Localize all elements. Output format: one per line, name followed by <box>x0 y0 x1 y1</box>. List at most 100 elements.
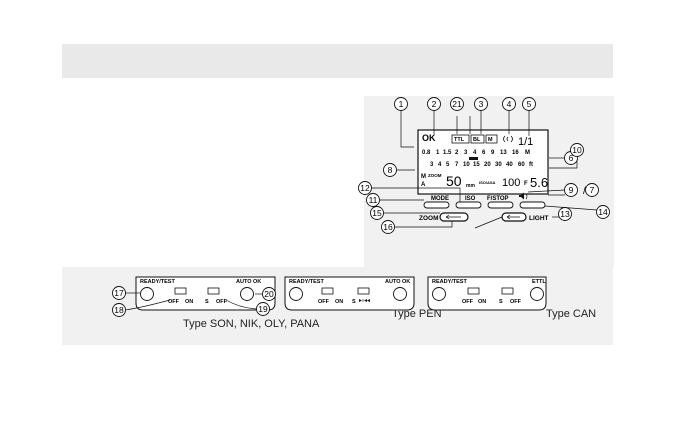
scale-tick: 10 <box>463 162 470 168</box>
callout-8: 8 <box>383 163 397 177</box>
distance-marker <box>469 157 478 160</box>
svg-text:6: 6 <box>569 153 574 163</box>
lcd-zoom-value: 50 <box>446 173 462 189</box>
callout-4: 4 <box>502 97 516 111</box>
panel-pen-frame <box>284 276 415 311</box>
lcd-f-value: 5.6 <box>530 175 548 190</box>
lcd-display: OK TTL BL M 1/1 0.8 1 1.5 2 3 4 6 9 13 1… <box>417 129 549 195</box>
panel-son-switch-2[interactable] <box>207 287 220 295</box>
callout-5: 5 <box>522 97 536 111</box>
lcd-zoom-unit: mm <box>466 183 475 189</box>
fstop-button[interactable] <box>487 201 514 209</box>
svg-text:5: 5 <box>527 99 532 109</box>
scale-tick: 3 <box>430 162 434 168</box>
callout-12: 12 <box>358 181 372 195</box>
callout-1: 1 <box>394 97 408 111</box>
panel-son-ready-button[interactable] <box>140 287 154 301</box>
scale-tick: 15 <box>473 162 480 168</box>
light-button-label: LIGHT <box>529 215 549 222</box>
scale-tick: 13 <box>500 150 507 156</box>
header-bar <box>62 44 613 78</box>
callout-3: 3 <box>474 97 488 111</box>
scale-tick: 4 <box>473 150 477 156</box>
panel-can-switch-2[interactable] <box>501 287 514 295</box>
scale-tick: 1.5 <box>443 150 452 156</box>
beep-button[interactable] <box>519 201 546 209</box>
svg-text:2: 2 <box>432 99 437 109</box>
svg-text:20: 20 <box>264 289 274 299</box>
callout-19: 19 <box>256 302 270 316</box>
lcd-leader-lines <box>371 110 598 229</box>
callout-separator: / <box>583 186 586 197</box>
lcd-meter-scale: 0.8 1 1.5 2 3 4 6 9 13 16 M <box>422 150 530 156</box>
svg-text:17: 17 <box>114 288 124 298</box>
lcd-button-row: MODE ISO F/STOP <box>423 192 546 209</box>
lcd-frame <box>417 129 549 195</box>
panel-son-off-label: OFF <box>168 299 180 305</box>
callout-13: 13 <box>558 207 572 221</box>
lcd-zoom-small-label: ZOOM <box>428 173 442 178</box>
mode-label: MODE <box>431 196 449 202</box>
iso-button[interactable] <box>455 201 482 209</box>
scale-tick: 6 <box>482 150 486 156</box>
lcd-ttl-box <box>451 134 470 144</box>
zoom-button-label: ZOOM <box>419 215 439 222</box>
lcd-power-fraction: 1/1 <box>518 136 533 148</box>
panel-pen-off-label: OFF <box>318 299 330 305</box>
svg-text:11: 11 <box>369 195 378 205</box>
panel-can-s-label: S <box>499 299 503 305</box>
svg-text:19: 19 <box>258 304 268 314</box>
scale-tick: 30 <box>495 162 502 168</box>
lcd-ok-indicator: OK <box>422 133 436 143</box>
panel-pen-s-label: S <box>352 299 356 305</box>
scale-tick: 1 <box>436 150 440 156</box>
svg-text:12: 12 <box>360 183 370 193</box>
panel-son-auto-label: AUTO OK <box>236 279 261 285</box>
scale-tick: 3 <box>464 150 468 156</box>
callout-7: 7 <box>585 183 599 197</box>
sync-mode-icons <box>359 299 370 302</box>
scale-tick: 16 <box>512 150 519 156</box>
svg-text:14: 14 <box>598 207 608 217</box>
scale-tick: 7 <box>455 162 459 168</box>
mode-button[interactable] <box>423 201 450 209</box>
panel-son-switch-1[interactable] <box>174 287 187 295</box>
callout-10: 10 <box>570 143 584 157</box>
panel-son-auto-lamp <box>240 287 254 301</box>
callout-group: 1 2 21 3 4 5 6 10 8 9 7 12 11 14 15 13 1… <box>112 97 610 317</box>
callout-11: 11 <box>366 193 380 207</box>
lcd-ttl-label: TTL <box>454 137 465 143</box>
svg-text:10: 10 <box>572 145 582 155</box>
scale-tick: 9 <box>491 150 495 156</box>
panel-son-on-label: ON <box>185 299 193 305</box>
panel-pen-ready-button[interactable] <box>289 287 303 301</box>
lcd-m-box <box>485 134 498 144</box>
panel-pen-switch-1[interactable] <box>321 287 334 295</box>
callout-17: 17 <box>112 286 126 300</box>
panel-can-ready-button[interactable] <box>432 287 446 301</box>
svg-text:16: 16 <box>383 222 393 232</box>
svg-text:4: 4 <box>507 99 512 109</box>
scale-tick: 60 <box>518 162 525 168</box>
svg-text:8: 8 <box>388 165 393 175</box>
panel-son-ready-label: READY/TEST <box>140 279 175 285</box>
panel-can-on-label: ON <box>478 299 486 305</box>
speaker-icon <box>519 192 528 200</box>
callout-9: 9 <box>564 183 578 197</box>
panel-pen-switch-2[interactable] <box>357 287 370 295</box>
scale-tick: 0.8 <box>422 150 431 156</box>
panel-son-s-label: S <box>205 299 209 305</box>
panel-can-ready-label: READY/TEST <box>432 279 467 285</box>
panel-pen-auto-label: AUTO OK <box>385 279 410 285</box>
panel-can-switch-1[interactable] <box>467 287 480 295</box>
lcd-iso-small-label: ISO/ASA <box>479 180 496 185</box>
scale-tick: 20 <box>484 162 491 168</box>
lcd-m-label: M <box>488 137 493 143</box>
lcd-feet-scale: 3 4 5 7 10 15 20 30 40 60 ft <box>430 162 533 168</box>
svg-text:18: 18 <box>114 305 124 315</box>
svg-text:9: 9 <box>569 185 574 195</box>
svg-text:13: 13 <box>560 209 570 219</box>
callout-15: 15 <box>370 206 384 220</box>
lcd-mode-m: M <box>421 174 426 180</box>
